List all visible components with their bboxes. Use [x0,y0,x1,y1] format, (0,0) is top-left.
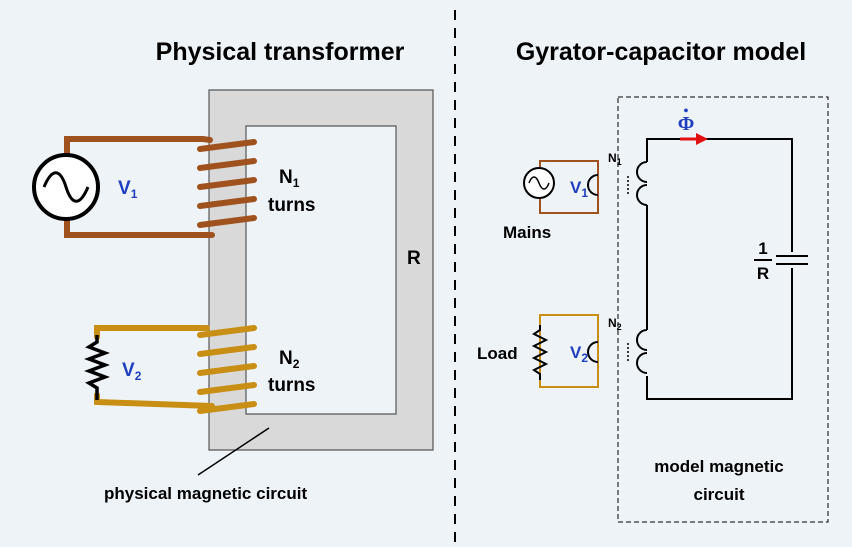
mains-source-icon [523,167,555,199]
flux-arrow-icon [680,133,708,145]
secondary-coil [197,325,257,414]
capacitor-denominator: R [757,264,769,283]
ac-source-icon [32,153,100,221]
core-caption: physical magnetic circuit [104,484,307,503]
load-loop [539,314,599,388]
core-caption-leader [197,427,270,476]
model-box [617,96,829,523]
left-v1-label: V1 [118,178,138,201]
right-v1-label: V1 [570,178,588,200]
model-caption-line1: model magnetic [654,457,783,476]
left-title: Physical transformer [156,38,405,66]
flux-dot: • [684,104,689,119]
flux-label: Φ [678,113,695,135]
gyrator-port-1 [587,174,599,196]
right-n2-label: N2 [608,316,622,332]
right-v2-label: V2 [570,343,588,365]
mains-label: Mains [503,223,551,242]
left-v2-label: V2 [122,360,142,383]
left-n1-label: N1 [279,167,300,190]
left-n1-turns: turns [268,195,316,216]
left-load-resistor-icon [84,335,110,400]
secondary-circuit [94,325,215,409]
left-reluctance-label: R [407,248,421,269]
magnetic-model-circuit [636,138,808,400]
right-title: Gyrator-capacitor model [516,38,806,66]
load-label: Load [477,344,518,363]
model-caption-line2: circuit [693,485,744,504]
right-n1-label: N1 [608,151,622,167]
gyrator-port-2 [587,341,599,363]
right-load-resistor-icon [531,325,549,380]
left-n2-turns: turns [268,375,316,396]
left-n2-label: N2 [279,348,300,371]
capacitor-numerator: 1 [758,239,767,258]
primary-coil [197,139,257,228]
